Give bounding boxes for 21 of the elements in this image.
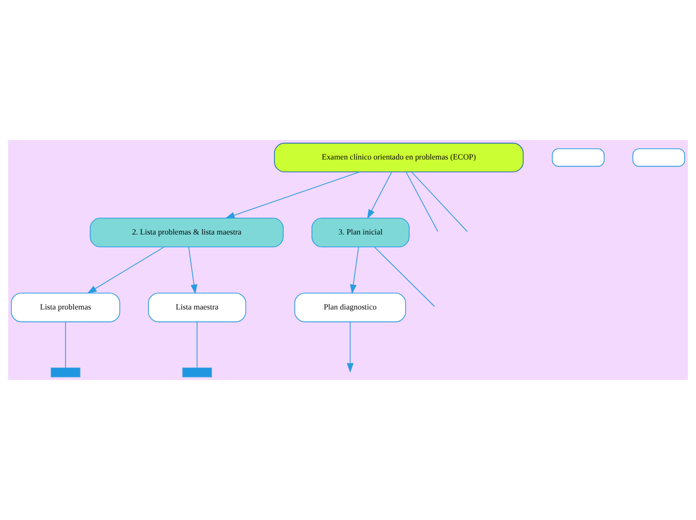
arrow — [367, 172, 392, 220]
arrow — [350, 246, 359, 294]
node-box: Plan diagnostico — [294, 292, 406, 322]
node-box: Lista problemas — [10, 292, 120, 322]
node-box: 2. Lista problemas & lista maestra — [90, 218, 284, 248]
connector — [374, 246, 435, 307]
node-box: 3. Plan inicial — [312, 218, 410, 248]
connector — [411, 172, 468, 232]
arrow — [188, 246, 198, 294]
node-box — [552, 148, 605, 167]
arrow — [225, 172, 360, 218]
node-bar — [50, 368, 80, 378]
connector — [196, 322, 198, 368]
node-bar — [182, 368, 212, 378]
node-box: Lista maestra — [148, 292, 246, 322]
arrow — [87, 246, 165, 294]
node-box — [632, 148, 686, 167]
node-box: Examen clínico orientado en problemas (ECOP) — [274, 142, 524, 172]
connector — [406, 172, 438, 232]
arrow — [346, 322, 354, 373]
connector — [65, 322, 66, 368]
